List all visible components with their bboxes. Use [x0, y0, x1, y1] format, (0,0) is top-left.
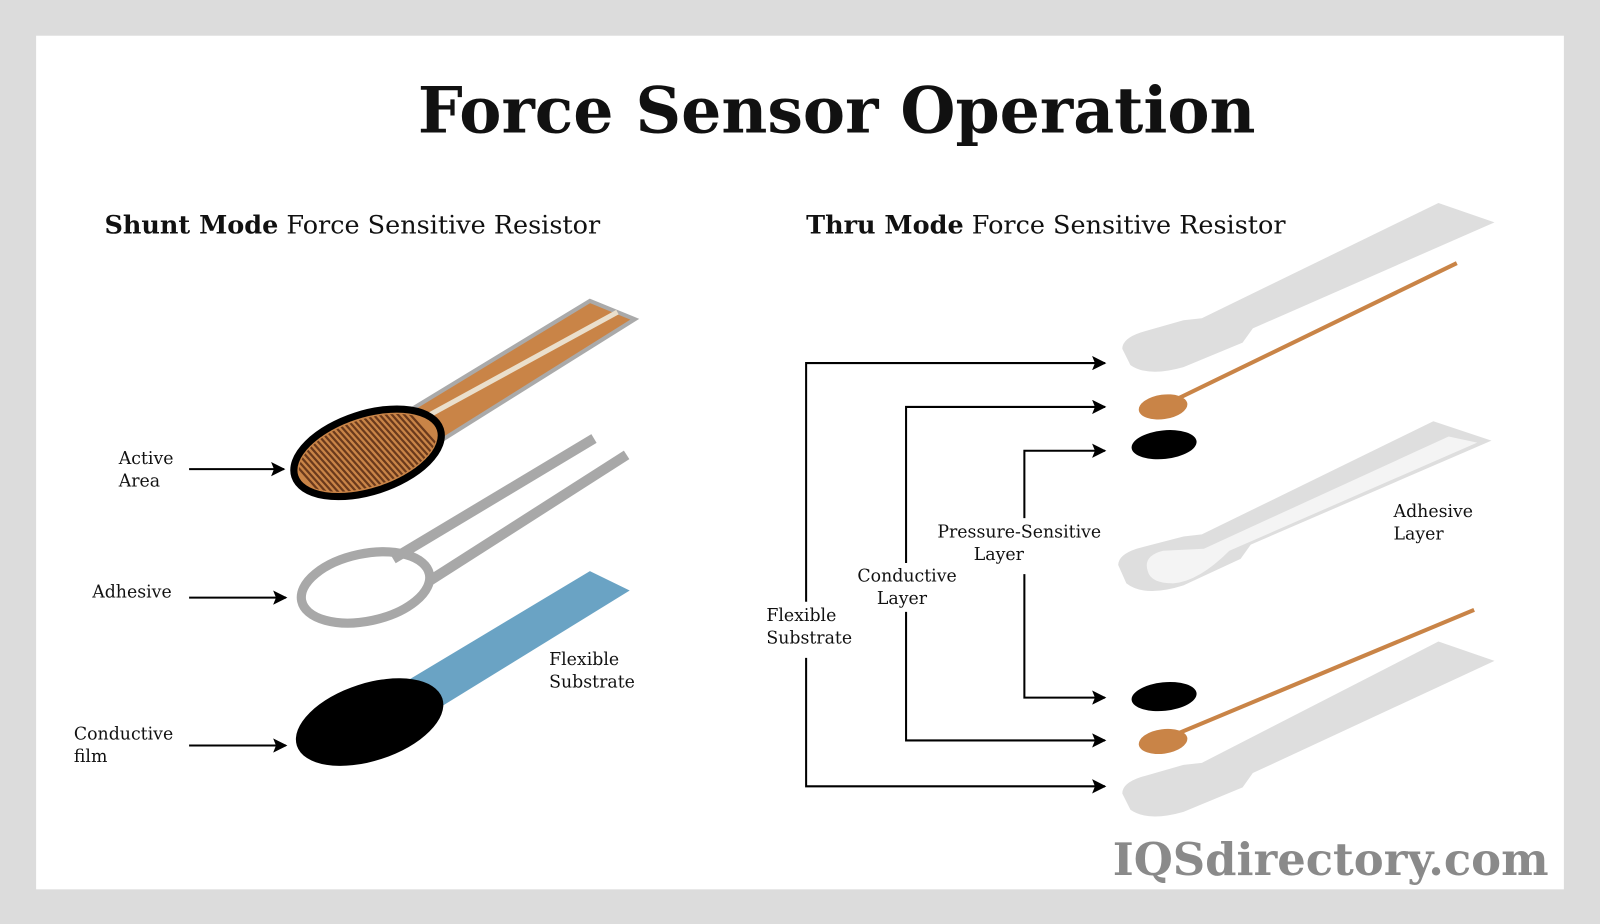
adhesive-layer-right: [1118, 421, 1492, 592]
hatch-line: [385, 407, 446, 501]
bottom-pressure-sensitive-layer: [1131, 681, 1197, 712]
thru-heading: Thru Mode Force Sensitive Resistor: [806, 211, 1286, 241]
top-pressure-sensitive-layer: [1131, 430, 1197, 460]
watermark-logo: IQSdirectory.com: [1113, 833, 1549, 886]
hatch-line: [378, 407, 446, 501]
top-substrate: [1122, 202, 1495, 372]
label-adhesive: Adhesive: [91, 583, 172, 603]
bottom-substrate: [1122, 641, 1495, 817]
adhesive-layer: [296, 434, 630, 628]
hatch-line: [289, 407, 328, 501]
panel: [36, 35, 1564, 890]
page-title: Force Sensor Operation: [418, 74, 1256, 148]
hatch-line: [289, 407, 353, 501]
bottom-conductive-layer: [1138, 607, 1475, 755]
connector-flexible-substrate: [805, 355, 1107, 794]
conductive-film-layer: [295, 571, 630, 766]
shunt-heading: Shunt Mode Force Sensitive Resistor: [104, 211, 601, 241]
connector-pressure-sensitive-layer: [1023, 443, 1107, 705]
connector-conductive-layer: [905, 399, 1107, 748]
top-conductive-layer: [1138, 261, 1458, 420]
